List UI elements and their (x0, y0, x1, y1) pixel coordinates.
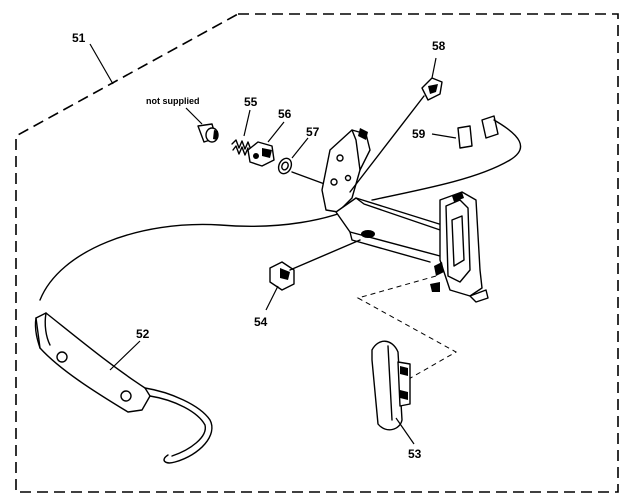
cover-part (371, 115, 522, 201)
strap-part (34, 204, 361, 464)
bracket-assembly (321, 128, 489, 303)
bushing-part (269, 261, 295, 291)
callout-58: 58 (432, 39, 446, 53)
callout-59: 59 (412, 127, 426, 141)
leader-55 (243, 109, 251, 137)
leader-54 (265, 285, 279, 311)
leader-59 (431, 133, 457, 139)
callout-54: 54 (254, 315, 268, 329)
clip-part (421, 77, 443, 101)
callout-56: 56 (278, 107, 292, 121)
cap-part (371, 340, 411, 431)
leader-not-supplied (185, 107, 203, 125)
spring-part (231, 139, 252, 156)
callout-53: 53 (408, 447, 422, 461)
callout-57: 57 (306, 125, 320, 139)
alignment-guide (356, 275, 458, 385)
screw-part (197, 123, 219, 143)
leader-53 (395, 417, 415, 445)
callout-55: 55 (244, 95, 258, 109)
callout-52: 52 (136, 327, 150, 341)
leader-51 (89, 43, 114, 85)
leader-57 (291, 137, 309, 159)
washer-part (277, 157, 293, 175)
knob-part (247, 141, 275, 167)
leader-56 (267, 121, 285, 143)
leader-58 (431, 57, 437, 79)
leader-52 (109, 340, 141, 371)
callout-51: 51 (72, 31, 86, 45)
assembly-boundary (15, 13, 619, 493)
not-supplied-label: not supplied (146, 96, 200, 106)
